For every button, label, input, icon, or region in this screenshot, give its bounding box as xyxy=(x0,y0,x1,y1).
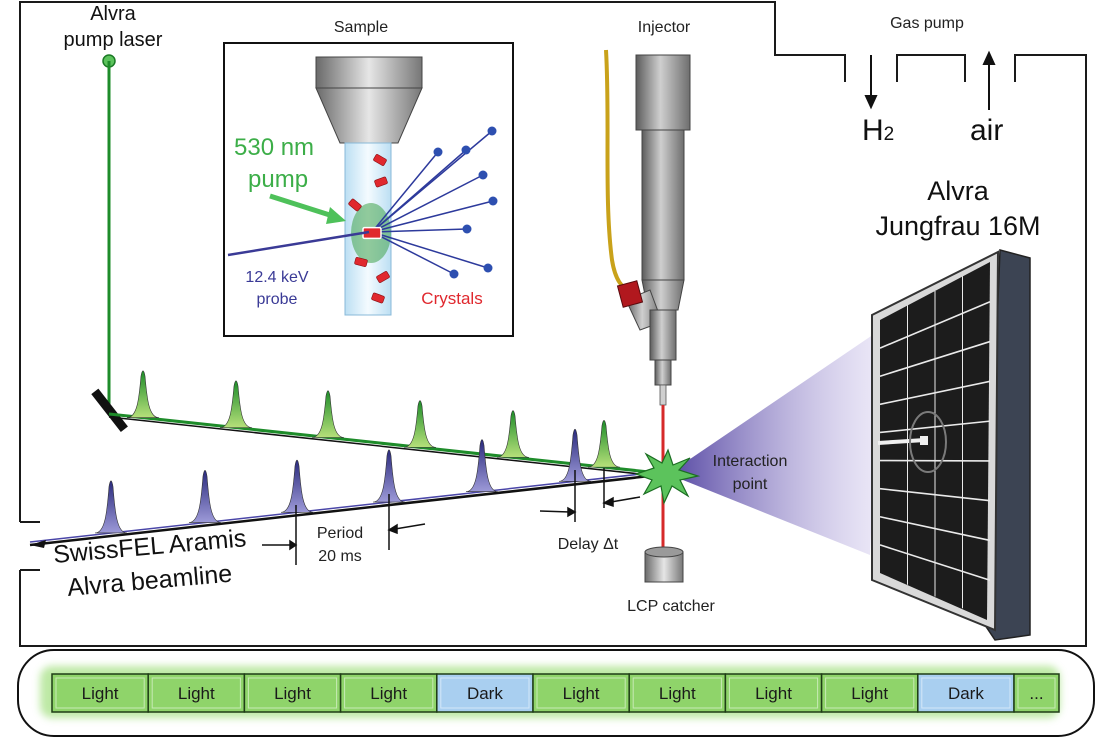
sample-objective xyxy=(315,56,423,144)
sequence-cell-light xyxy=(1013,673,1060,713)
crystal xyxy=(354,257,368,267)
probe-pulse xyxy=(280,459,314,513)
pump-pulse xyxy=(496,410,530,458)
diffraction-spot xyxy=(462,224,472,234)
diffraction-spot xyxy=(487,126,497,136)
lcp-catcher xyxy=(644,546,684,583)
crystal xyxy=(373,154,387,166)
crystal xyxy=(376,271,390,283)
sequence-cell-label: Light xyxy=(82,684,119,703)
beamline-label-2: Alvra beamline xyxy=(66,560,233,602)
probe-pulse xyxy=(94,480,128,534)
probe-pulses xyxy=(94,428,592,534)
sample-title: Sample xyxy=(334,19,388,36)
diffraction-spot xyxy=(433,147,443,157)
sequence-cell-label: Light xyxy=(851,684,888,703)
pump-pulse xyxy=(587,420,621,468)
crystal xyxy=(374,176,388,188)
mirror xyxy=(91,388,128,432)
diffraction-spot xyxy=(483,263,493,273)
scatter-rays xyxy=(371,126,498,279)
probe-beam-line xyxy=(29,472,669,547)
sequence-cell-dark xyxy=(436,673,534,713)
injector-label: Injector xyxy=(638,19,691,36)
pump-ray-head xyxy=(326,207,346,224)
pump-530-label: 530 nm xyxy=(234,134,314,161)
pump-pulses xyxy=(126,370,621,468)
interaction-label-2: point xyxy=(733,476,768,493)
probe-pulse xyxy=(372,449,406,503)
pump-pulse xyxy=(311,390,345,438)
gas-pump-label: Gas pump xyxy=(890,15,964,32)
sequence-cell-light xyxy=(147,673,246,713)
sequence-cell-label: Light xyxy=(178,684,215,703)
beamline-arrowhead xyxy=(30,540,46,548)
pump-ray xyxy=(269,193,337,220)
sequence-cell-label: Light xyxy=(370,684,407,703)
sequence-cell-light xyxy=(51,673,149,713)
probe-pulse xyxy=(188,470,222,523)
period-value: 20 ms xyxy=(318,548,362,565)
probe-label: 12.4 keV xyxy=(245,269,308,286)
injector-capillary xyxy=(604,49,632,294)
probe-pulse xyxy=(465,439,499,492)
sequence-cell-light xyxy=(628,673,727,713)
diffraction-spot xyxy=(478,170,488,180)
pump-pulse xyxy=(403,400,437,448)
probe-pulse xyxy=(558,428,592,482)
gas-pump-arrows xyxy=(864,50,996,110)
period-annotation xyxy=(262,494,426,565)
probe-ray xyxy=(227,230,370,257)
interaction-label: Interaction xyxy=(713,453,788,470)
crystals-label: Crystals xyxy=(421,289,482,308)
pump-laser-label-2: pump laser xyxy=(64,29,163,51)
h2-label: H2 xyxy=(862,114,894,147)
probe-beam-color xyxy=(29,470,669,543)
injector-body xyxy=(616,54,691,406)
sequence-cell-light xyxy=(532,673,630,713)
scattering-fan xyxy=(668,330,880,555)
enclosure-outline xyxy=(19,1,1087,647)
sequence-cell-label: ... xyxy=(1029,684,1043,703)
sequence-cell-label: Light xyxy=(563,684,600,703)
sequence-cell-label: Light xyxy=(755,684,792,703)
crystal xyxy=(348,198,362,212)
detector-label: Alvra xyxy=(927,176,989,206)
light-dark-sequence: Light Light Light Light Dark Light Light Light L… xyxy=(51,673,1060,713)
probe-label-2: probe xyxy=(257,291,298,308)
crystals xyxy=(348,154,390,304)
pump-530-label-2: pump xyxy=(248,166,308,193)
period-label: Period xyxy=(317,525,363,542)
delay-annotation xyxy=(539,468,641,522)
sequence-cell-dark xyxy=(917,673,1015,713)
crystal xyxy=(371,292,385,304)
delay-label: Delay Δt xyxy=(558,536,619,553)
sequence-cell-label: Dark xyxy=(948,684,984,703)
pump-laser-label: Alvra xyxy=(90,3,136,25)
pump-pulse xyxy=(126,370,160,418)
sequence-cell-label: Light xyxy=(659,684,696,703)
sequence-cell-label: Light xyxy=(274,684,311,703)
interaction-point-star xyxy=(634,448,701,505)
diffraction-spot xyxy=(488,196,498,206)
jungfrau-detector xyxy=(871,249,1031,641)
sequence-cell-label: Dark xyxy=(467,684,503,703)
diffraction-spot xyxy=(449,269,459,279)
diffraction-spot xyxy=(461,145,471,155)
sequence-cell-light xyxy=(724,673,823,713)
lcp-catcher-label: LCP catcher xyxy=(627,598,715,615)
pump-pulse xyxy=(219,380,253,428)
detector-label-2: Jungfrau 16M xyxy=(875,211,1040,241)
air-label: air xyxy=(970,114,1003,147)
